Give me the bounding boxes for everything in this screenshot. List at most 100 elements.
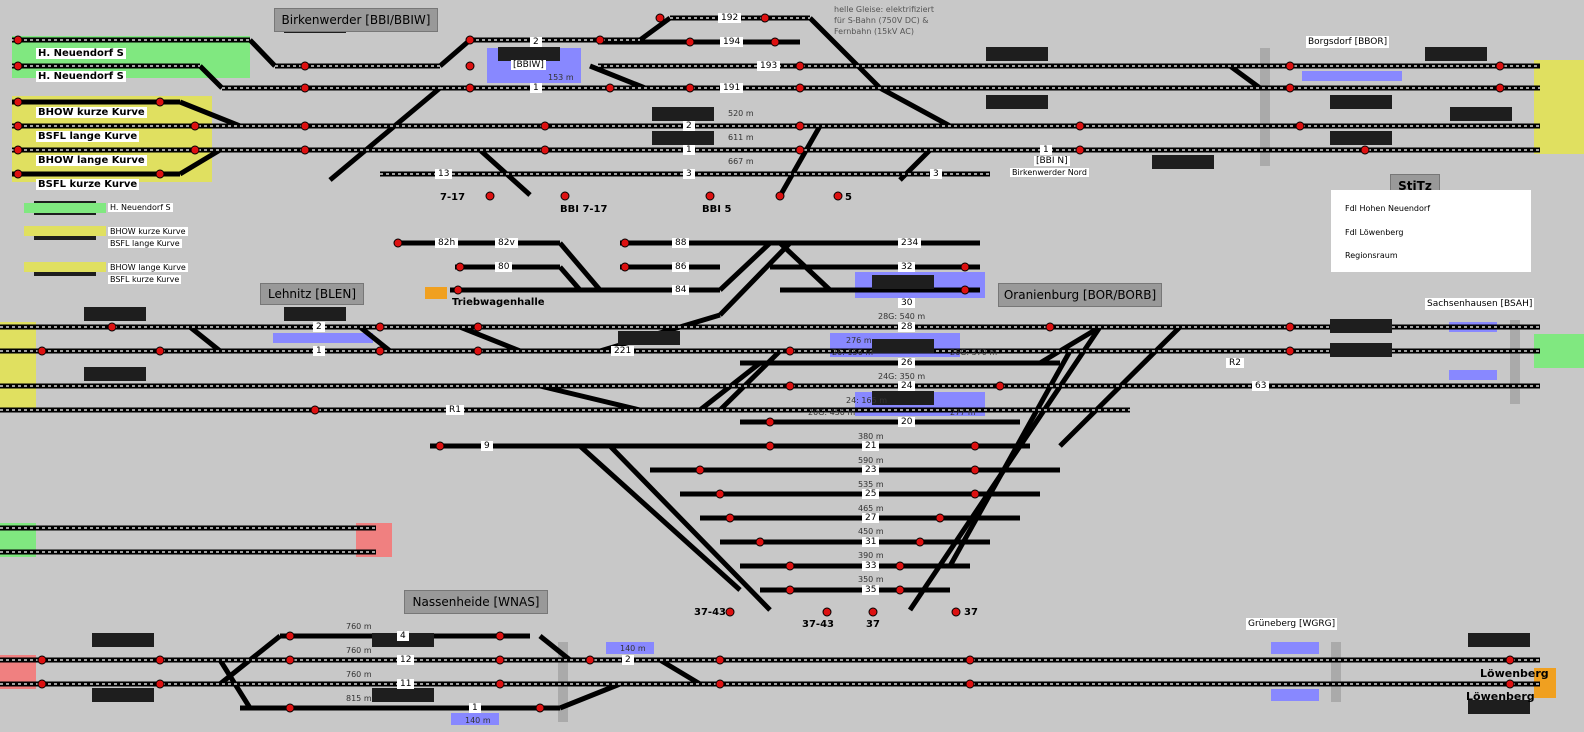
route-label-5[interactable]: BHOW lange Kurve [36, 155, 147, 166]
track-191[interactable]: 191 [720, 83, 744, 93]
track-nassen-4[interactable]: 4 [397, 631, 409, 641]
track-82h[interactable]: 82h [435, 238, 459, 248]
route-label-6[interactable]: BSFL kurze Kurve [36, 179, 140, 190]
length-165: 24: 165 m [846, 396, 888, 405]
place-3743-a: 37-43 [694, 607, 726, 618]
track-dashes [0, 17, 1540, 685]
place-717: 7-17 [440, 192, 466, 203]
note-line-2: für S-Bahn (750V DC) & [834, 16, 929, 25]
track-lehnitz-2[interactable]: 2 [313, 322, 325, 332]
track-24[interactable]: 24 [898, 381, 916, 391]
place-37-b: 37 [964, 607, 978, 618]
track-30[interactable]: 30 [898, 298, 916, 308]
note-line-3: Fernbahn (15kV AC) [834, 27, 914, 36]
track-2[interactable]: 2 [683, 121, 695, 131]
panel-orange-loew [1534, 668, 1556, 698]
length-760-c: 760 m [346, 670, 372, 679]
length-667: 667 m [728, 157, 754, 166]
track-9[interactable]: 9 [481, 441, 493, 451]
length-520: 520 m [728, 109, 754, 118]
track-20[interactable]: 20 [898, 417, 916, 427]
length-535: 535 m [858, 480, 884, 489]
route-label-2[interactable]: H. Neuendorf S [36, 71, 126, 82]
track-84[interactable]: 84 [672, 285, 690, 295]
track-1-north[interactable]: 1 [1040, 145, 1052, 155]
note-line-1: helle Gleise: elektrifiziert [834, 5, 934, 14]
stitz-item-1[interactable]: Fdl Hohen Neuendorf [1345, 204, 1431, 213]
track-86[interactable]: 86 [672, 262, 690, 272]
marker-bbor [1260, 48, 1270, 166]
track-234[interactable]: 234 [898, 238, 922, 248]
track-27[interactable]: 27 [862, 513, 880, 523]
legend-yellow-2 [24, 262, 106, 272]
track-23[interactable]: 23 [862, 465, 880, 475]
marker-bsah [1510, 320, 1520, 404]
place-37-a: 37 [866, 619, 880, 630]
panel-yellow-right [1534, 60, 1584, 154]
place-loewenberg-2[interactable]: Löwenberg [1466, 690, 1535, 703]
track-194[interactable]: 194 [720, 37, 744, 47]
track-221[interactable]: 221 [611, 346, 635, 356]
length-450: 450 m [858, 527, 884, 536]
track-63[interactable]: 63 [1252, 381, 1270, 391]
length-390: 390 m [858, 551, 884, 560]
panel-yellow-lehnitz [0, 322, 36, 410]
track-3[interactable]: 3 [683, 169, 695, 179]
length-760-a: 760 m [346, 622, 372, 631]
stitz-panel: Fdl Hohen Neuendorf Fdl Löwenberg Region… [1331, 190, 1531, 272]
track-nassen-2[interactable]: 2 [622, 655, 634, 665]
place-bbi717: BBI 7-17 [560, 204, 608, 215]
track-nassen-12[interactable]: 12 [397, 655, 415, 665]
label-grueneberg: Grüneberg [WGRG] [1246, 618, 1338, 630]
length-276: 276 m [846, 336, 872, 345]
track-26[interactable]: 26 [898, 358, 916, 368]
track-bbiw-1[interactable]: 1 [530, 83, 542, 93]
track-193[interactable]: 193 [757, 61, 781, 71]
track-25[interactable]: 25 [862, 489, 880, 499]
track-13[interactable]: 13 [435, 169, 453, 179]
track-21[interactable]: 21 [862, 441, 880, 451]
place-bbi-nord: Birkenwerder Nord [1010, 168, 1089, 177]
track-r1[interactable]: R1 [446, 405, 464, 415]
track-nassen-11[interactable]: 11 [397, 679, 415, 689]
stitz-item-3[interactable]: Regionsraum [1345, 251, 1398, 260]
track-nassen-1[interactable]: 1 [469, 703, 481, 713]
track-bbiw-2[interactable]: 2 [530, 37, 542, 47]
legend-text-2: BHOW kurze Kurve [108, 227, 188, 236]
track-lehnitz-1[interactable]: 1 [313, 346, 325, 356]
legend-text-3: BSFL lange Kurve [108, 239, 182, 248]
route-label-3[interactable]: BHOW kurze Kurve [36, 107, 147, 118]
legend-text-1: H. Neuendorf S [108, 203, 173, 212]
track-192[interactable]: 192 [718, 13, 742, 23]
platform-bbor [1302, 71, 1402, 81]
length-277: 277 m [950, 408, 976, 417]
legend-yellow-1 [24, 226, 106, 236]
track-35[interactable]: 35 [862, 585, 880, 595]
stitz-item-2[interactable]: Fdl Löwenberg [1345, 228, 1404, 237]
track-33[interactable]: 33 [862, 561, 880, 571]
length-611: 611 m [728, 133, 754, 142]
track-31[interactable]: 31 [862, 537, 880, 547]
track-82v[interactable]: 82v [495, 238, 518, 248]
length-153: 153 m [548, 73, 574, 82]
length-815: 815 m [346, 694, 372, 703]
track-32[interactable]: 32 [898, 262, 916, 272]
track-28[interactable]: 28 [898, 322, 916, 332]
length-140-a: 140 m [620, 644, 646, 653]
track-88[interactable]: 88 [672, 238, 690, 248]
platform-wgrg-2 [1271, 689, 1319, 701]
header-lehnitz: Lehnitz [BLEN] [260, 283, 364, 305]
panel-orange-tw [425, 287, 447, 299]
route-label-4[interactable]: BSFL lange Kurve [36, 131, 140, 142]
place-loewenberg-1[interactable]: Löwenberg [1480, 667, 1549, 680]
place-triebwagenhalle: Triebwagenhalle [452, 297, 545, 308]
track-r2[interactable]: R2 [1226, 358, 1244, 368]
track-1[interactable]: 1 [683, 145, 695, 155]
place-bbi5: BBI 5 [702, 204, 732, 215]
platform-wnas-1 [606, 642, 654, 654]
signals[interactable] [13, 13, 1515, 713]
track-80[interactable]: 80 [495, 262, 513, 272]
route-label-1[interactable]: H. Neuendorf S [36, 48, 126, 59]
track-3-east[interactable]: 3 [930, 169, 942, 179]
